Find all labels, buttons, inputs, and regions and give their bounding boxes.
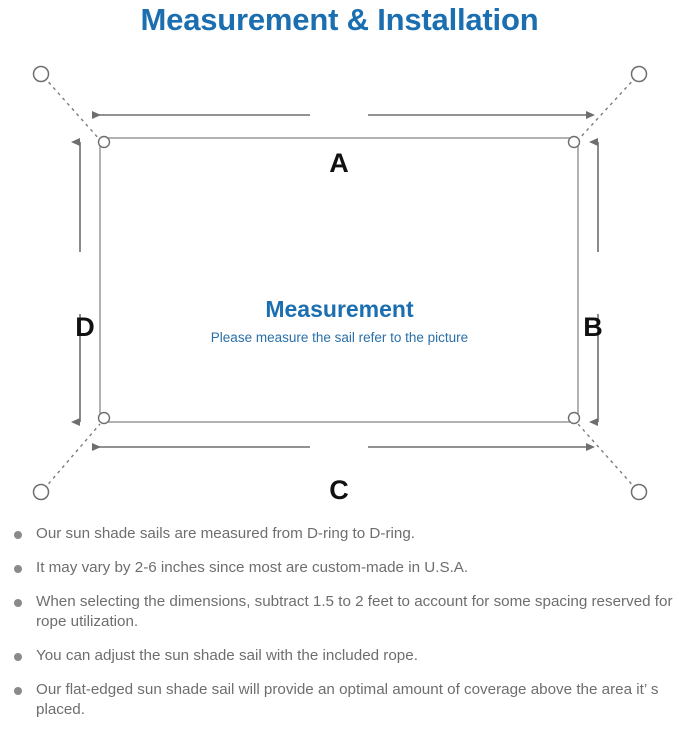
dimension-label-d: D [75, 312, 95, 342]
dimension-label-c: C [329, 475, 349, 505]
list-item: It may vary by 2-6 inches since most are… [8, 558, 676, 578]
rope-line-top-left [43, 76, 101, 141]
d-ring-bottom-right [630, 483, 648, 501]
rope-line-top-right [577, 76, 637, 141]
anchor-d-rings [32, 65, 648, 501]
corner-loop-top-right [567, 135, 581, 149]
diagram-center-subtitle: Please measure the sail refer to the pic… [210, 330, 469, 345]
sail-outline [99, 137, 579, 423]
list-item-text: Our sun shade sails are measured from D-… [36, 525, 415, 542]
rope-line-bottom-right [577, 423, 637, 490]
d-ring-bottom-left [32, 483, 50, 501]
rope-lines [43, 76, 637, 490]
list-item: You can adjust the sun shade sail with t… [8, 646, 676, 666]
list-item: Our flat-edged sun shade sail will provi… [8, 680, 676, 720]
dimension-label-a: A [329, 148, 349, 178]
list-item-text: Our flat-edged sun shade sail will provi… [36, 681, 659, 718]
bullet-dot-icon [14, 531, 22, 539]
list-item: Our sun shade sails are measured from D-… [8, 524, 676, 544]
bullet-dot-icon [14, 565, 22, 573]
diagram-center-title: Measurement [265, 296, 414, 322]
sail-measurement-diagram: Measurement Please measure the sail refe… [0, 52, 679, 512]
list-item-text: You can adjust the sun shade sail with t… [36, 647, 418, 664]
diagram-svg [32, 65, 648, 501]
corner-loop-top-left [97, 135, 111, 149]
sail-corner-loops [97, 135, 581, 425]
dimension-arrows [71, 111, 599, 451]
list-item: When selecting the dimensions, subtract … [8, 592, 676, 632]
bullet-dot-icon [14, 653, 22, 661]
list-item-text: It may vary by 2-6 inches since most are… [36, 559, 469, 576]
bullet-dot-icon [14, 687, 22, 695]
d-ring-top-left [32, 65, 50, 83]
bullet-dot-icon [14, 599, 22, 607]
corner-loop-bottom-left [97, 411, 111, 425]
dimension-label-b: B [583, 312, 603, 342]
notes-list: Our sun shade sails are measured from D-… [8, 524, 676, 720]
rope-line-bottom-left [43, 423, 101, 490]
corner-loop-bottom-right [567, 411, 581, 425]
d-ring-top-right [630, 65, 648, 83]
page-title: Measurement & Installation [140, 2, 539, 37]
list-item-text: When selecting the dimensions, subtract … [36, 593, 673, 630]
